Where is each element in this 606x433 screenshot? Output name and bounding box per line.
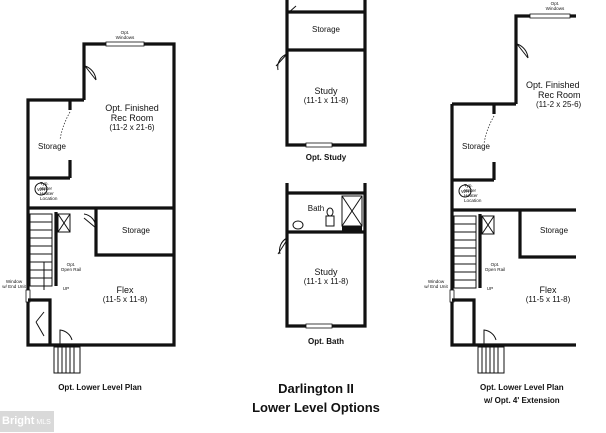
water-heater-r-line2: Water [464, 188, 477, 193]
water-heater-line3: Heater [40, 191, 54, 196]
wh-label-left: WH [37, 187, 45, 192]
caption-study: Opt. Study [305, 153, 347, 162]
open-rail-r-line1: Opt. [490, 262, 500, 267]
flex-line1: Flex [116, 285, 134, 295]
rec-room-ext-label: Opt. Finished Rec Room (11-2 x 25-6) [526, 80, 606, 110]
water-heater-r-line3: Heater [464, 193, 478, 198]
title-line2: Lower Level Options [252, 400, 380, 415]
water-heater-note: Typ. Water Heater Location [40, 181, 70, 201]
wh-label-right: WH [461, 189, 469, 194]
caption-bath: Opt. Bath [308, 337, 344, 346]
flex-r-dims: (11-5 x 11-8) [525, 295, 571, 304]
window-end-unit-note-left: Window w/ End Unit [0, 279, 28, 289]
rec-room-dims: (11-2 x 21-6) [109, 123, 155, 132]
window-end-unit-r-line2: w/ End Unit [424, 284, 448, 289]
opt-windows-line1: Opt. [120, 30, 130, 35]
caption-extension-line1: Opt. Lower Level Plan [480, 383, 564, 392]
extension-floor-plan [449, 13, 576, 374]
caption-extension-line2: w/ Opt. 4' Extension [484, 396, 560, 405]
open-rail-line2: Open Rail [60, 267, 82, 272]
storage-label-left-upper: Storage [37, 142, 67, 151]
title-line1: Darlington II [278, 381, 354, 396]
opt-windows-line2: Windows [115, 35, 135, 40]
rec-room-line2: Rec Room [110, 113, 154, 123]
opt-windows-note: Opt. Windows [112, 30, 138, 40]
flex-r-line1: Flex [539, 285, 557, 295]
window-end-unit-note-right: Window w/ End Unit [422, 279, 450, 289]
rec-room-ext-line2: Rec Room [538, 90, 581, 100]
bath-label: Bath [307, 204, 325, 213]
watermark-brand: Bright [2, 415, 35, 427]
open-rail-line1: Opt. [66, 262, 76, 267]
open-rail-note-right: Opt. Open Rail [480, 262, 510, 272]
watermark-suffix: MLS [36, 419, 51, 426]
water-heater-note-right: Typ. Water Heater Location [464, 183, 494, 203]
up-label-right: UP [486, 286, 494, 291]
floor-plan-drawing [25, 0, 576, 374]
study-label-bottom: Study (11-1 x 11-8) [291, 267, 361, 287]
rec-room-label: Opt. Finished Rec Room (11-2 x 21-6) [92, 103, 172, 133]
water-heater-r-line1: Typ. [464, 183, 473, 188]
open-rail-note-left: Opt. Open Rail [56, 262, 86, 272]
study-line1-b: Study [314, 267, 338, 277]
study-floor-plan [275, 0, 367, 148]
storage-label-study: Storage [311, 25, 341, 34]
open-rail-r-line2: Open Rail [484, 267, 506, 272]
window-end-unit-r-line1: Window [427, 279, 445, 284]
storage-label-right-upper: Storage [461, 142, 491, 151]
flex-label-right: Flex (11-5 x 11-8) [520, 285, 576, 305]
opt-windows-right-line2: Windows [545, 6, 565, 11]
opt-windows-right-line1: Opt. [550, 1, 560, 6]
rec-room-line1: Opt. Finished [105, 103, 159, 113]
water-heater-line4: Location [40, 196, 58, 201]
study-line1: Study [314, 86, 338, 96]
rec-room-ext-line1: Opt. Finished [526, 80, 580, 90]
flex-label-left: Flex (11-5 x 11-8) [95, 285, 155, 305]
bath-floor-plan [277, 183, 367, 329]
water-heater-line2: Water [40, 186, 53, 191]
storage-label-right-lower: Storage [540, 226, 569, 235]
flex-dims: (11-5 x 11-8) [102, 295, 148, 304]
left-floor-plan [25, 41, 176, 374]
study-dims-b: (11-1 x 11-8) [303, 277, 349, 286]
water-heater-line1: Typ. [40, 181, 49, 186]
study-label-top: Study (11-1 x 11-8) [291, 86, 361, 106]
water-heater-r-line4: Location [464, 198, 482, 203]
window-end-unit-line1: Window [5, 279, 23, 284]
storage-label-left-lower: Storage [121, 226, 151, 235]
rec-room-ext-dims: (11-2 x 25-6) [536, 100, 582, 109]
up-label-left: UP [62, 286, 70, 291]
window-end-unit-line2: w/ End Unit [2, 284, 26, 289]
study-dims: (11-1 x 11-8) [303, 96, 349, 105]
opt-windows-note-right: Opt. Windows [542, 1, 568, 11]
caption-lower-level-plan: Opt. Lower Level Plan [58, 383, 142, 392]
